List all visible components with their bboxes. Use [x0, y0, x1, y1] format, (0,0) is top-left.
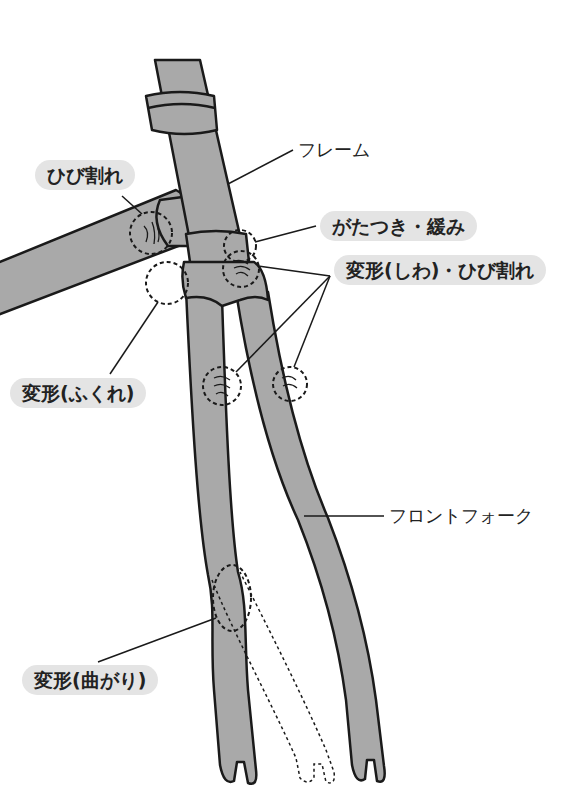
original-blade-outline [212, 572, 334, 783]
leader-line [294, 276, 330, 367]
damage-circle [223, 251, 259, 287]
part-name: フロントフォーク [387, 505, 535, 527]
leader-line [255, 226, 316, 242]
damage-circle [224, 230, 256, 262]
fork-crown [182, 262, 268, 306]
fork-blade [236, 292, 385, 782]
damage-label: がたつき・緩み [332, 214, 465, 238]
damage-circle [213, 565, 251, 631]
head-collar [146, 92, 217, 134]
leader-line [98, 618, 216, 662]
leader-line [228, 150, 293, 184]
damage-circle [203, 367, 241, 405]
damage-tag: 変形(曲がり) [22, 665, 158, 695]
damage-tag: 変形(しわ)・ひび割れ [334, 255, 546, 285]
damage-label: 変形(曲がり) [34, 668, 146, 692]
leader-line [258, 266, 330, 276]
damage-circle [146, 262, 188, 304]
damage-label: 変形(しわ)・ひび割れ [346, 258, 534, 282]
leader-line [110, 302, 158, 374]
damage-tag: がたつき・緩み [320, 211, 477, 241]
leader-line [236, 276, 330, 372]
damage-tag: ひび割れ [35, 160, 135, 190]
leader-line [122, 196, 142, 214]
damage-circle [273, 367, 307, 401]
damage-label: ひび割れ [47, 163, 123, 187]
damage-label: 変形(ふくれ) [22, 381, 134, 405]
damage-tag: 変形(ふくれ) [10, 378, 146, 408]
leader-line [304, 515, 384, 517]
part-name: フレーム [296, 139, 372, 161]
fork-blade-bent [186, 290, 256, 784]
damage-circle [130, 212, 172, 254]
